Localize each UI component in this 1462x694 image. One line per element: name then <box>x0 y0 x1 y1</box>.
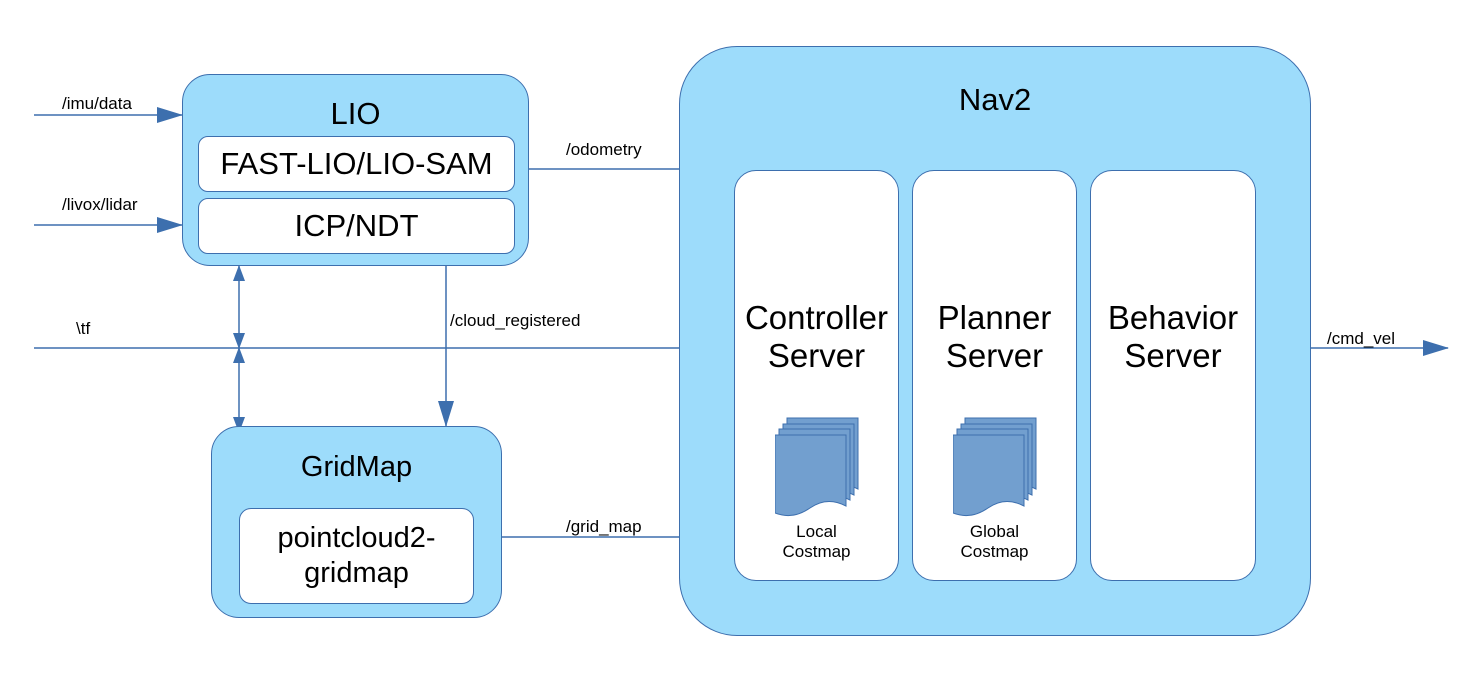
document-stack-icon <box>953 417 1037 517</box>
pointcloud2-gridmap-line1: pointcloud2- <box>277 522 436 555</box>
controller-server-label: Controller Server <box>735 299 898 375</box>
local-costmap-label: Local Costmap <box>735 522 898 562</box>
behavior-server: Behavior Server <box>1090 170 1256 581</box>
gridmap-title: GridMap <box>300 451 413 483</box>
controller-server-line2: Server <box>767 337 866 374</box>
global-costmap-label: Global Costmap <box>913 522 1076 562</box>
lidar-topic-label: /livox/lidar <box>62 195 138 214</box>
fast-lio-module: FAST-LIO/LIO-SAM <box>198 136 515 192</box>
imu-topic-label: /imu/data <box>62 94 132 113</box>
icp-ndt-module: ICP/NDT <box>198 198 515 254</box>
nav2-title: Nav2 <box>958 82 1032 117</box>
planner-server-label: Planner Server <box>913 299 1076 375</box>
planner-server: Planner Server Global Costmap <box>912 170 1077 581</box>
cmd-vel-topic-label: /cmd_vel <box>1327 329 1396 348</box>
behavior-server-line2: Server <box>1124 337 1222 374</box>
tf-topic-label: \tf <box>76 319 91 338</box>
local-costmap-line2: Costmap <box>782 542 851 561</box>
odometry-topic-label: /odometry <box>566 140 642 159</box>
planner-server-line1: Planner <box>937 299 1052 336</box>
document-stack-icon <box>775 417 859 517</box>
local-costmap-line1: Local <box>796 522 837 541</box>
controller-server-line1: Controller <box>744 299 889 336</box>
cloud-registered-topic-label: /cloud_registered <box>450 311 581 330</box>
global-costmap-line2: Costmap <box>960 542 1029 561</box>
behavior-server-label: Behavior Server <box>1091 299 1255 375</box>
grid-map-topic-label: /grid_map <box>566 517 642 536</box>
global-costmap-line1: Global <box>969 522 1020 541</box>
pointcloud2-gridmap-line2: gridmap <box>304 557 409 589</box>
planner-server-line2: Server <box>945 337 1044 374</box>
controller-server: Controller Server Local Costmap <box>734 170 899 581</box>
behavior-server-line1: Behavior <box>1107 299 1239 336</box>
pointcloud2-gridmap-module: pointcloud2- gridmap <box>239 508 474 604</box>
lio-title: LIO <box>330 96 381 131</box>
